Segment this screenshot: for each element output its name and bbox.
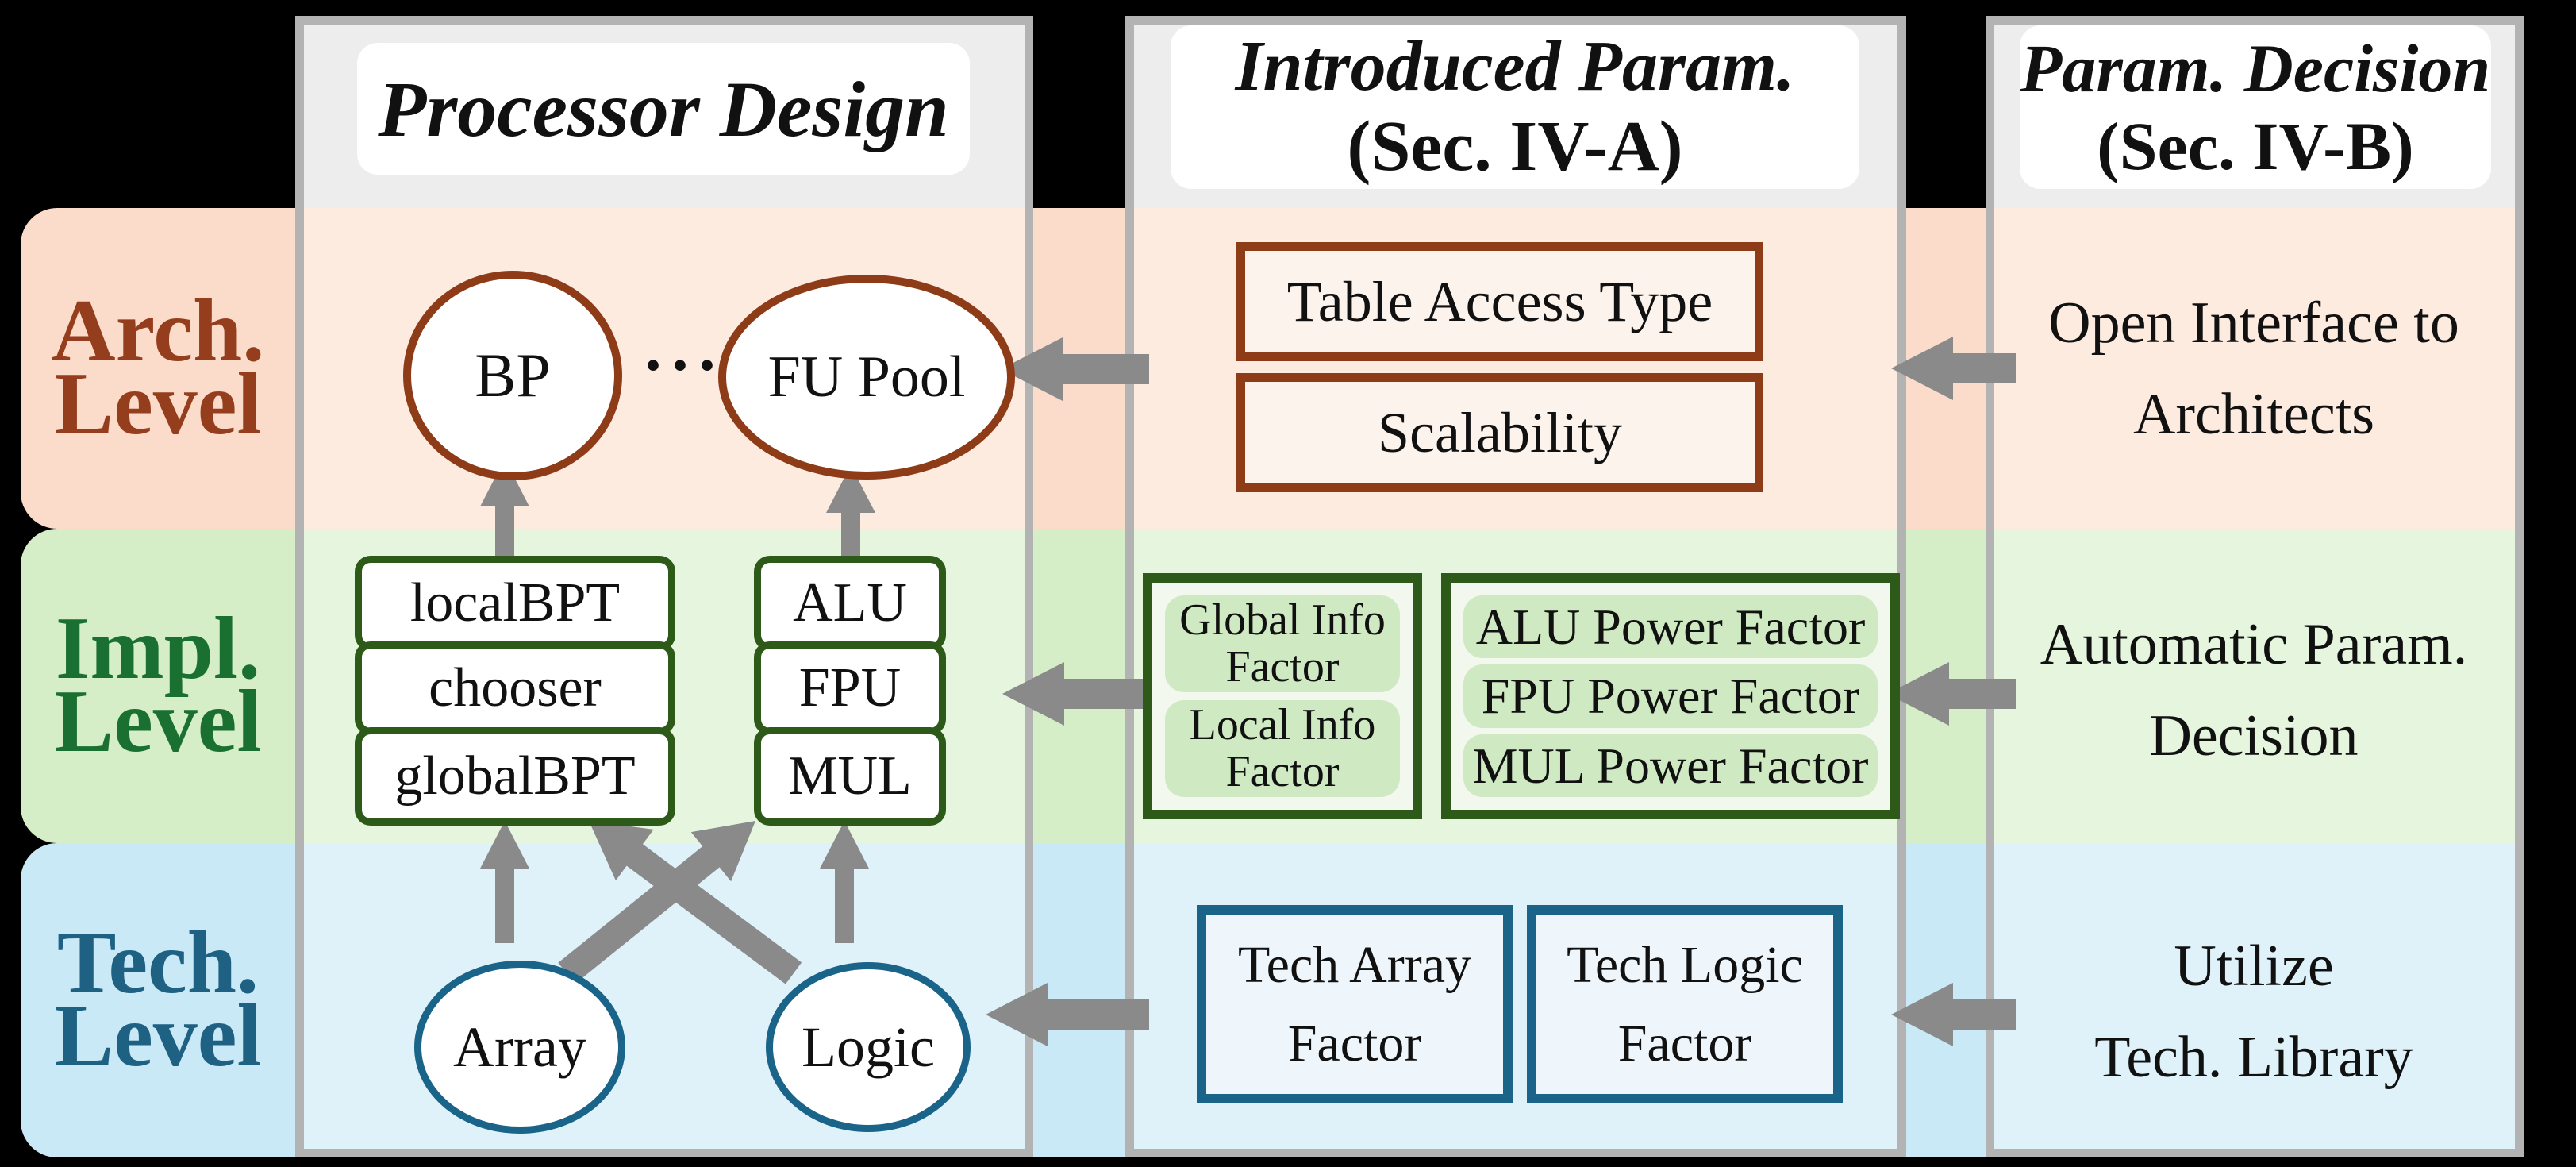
mul-power-factor: MUL Power Factor xyxy=(1463,734,1878,797)
param-decision-title-line1: Param. Decision xyxy=(2020,29,2491,106)
globalbpt-box: globalBPT xyxy=(355,727,675,826)
introduced-param-column-frame xyxy=(1125,16,1906,1157)
arrow xyxy=(1002,662,1149,726)
ellipsis-dots: ··· xyxy=(641,328,724,402)
localbpt-box: localBPT xyxy=(355,556,675,651)
arrow xyxy=(480,821,529,943)
arrow xyxy=(1891,337,2016,400)
arrow xyxy=(986,983,1149,1046)
utilize-tech-library-statement: Utilize Tech. Library xyxy=(2094,934,2413,1090)
arrow xyxy=(826,465,875,556)
chooser-box: chooser xyxy=(355,641,675,735)
logic-node: Logic xyxy=(766,962,971,1132)
array-node: Array xyxy=(414,961,625,1134)
impl-level-label: Impl. Level xyxy=(54,599,262,771)
tech-array-factor-box: Tech Array Factor xyxy=(1197,905,1513,1103)
fu-pool-node: FU Pool xyxy=(718,275,1015,480)
power-factor-group: ALU Power Factor FPU Power Factor MUL Po… xyxy=(1441,573,1900,819)
arrow xyxy=(1887,662,2016,726)
param-decision-title-box: Param. Decision (Sec. IV-B) xyxy=(2020,25,2491,189)
fpu-box: FPU xyxy=(754,641,946,735)
open-interface-statement: Open Interface to Architects xyxy=(2048,291,2459,447)
arrow xyxy=(589,821,802,984)
tech-logic-factor-box: Tech Logic Factor xyxy=(1527,905,1843,1103)
arrow xyxy=(480,459,529,556)
info-factor-group: Global Info Factor Local Info Factor xyxy=(1143,573,1422,819)
param-decision-column-overlay xyxy=(1994,208,2515,1149)
processor-design-column-frame xyxy=(295,16,1033,1157)
alu-box: ALU xyxy=(754,556,946,651)
param-decision-title-line2: (Sec. IV-B) xyxy=(2097,108,2414,184)
arrow xyxy=(1891,983,2016,1046)
introduced-param-title-line2: (Sec. IV-A) xyxy=(1347,107,1683,186)
introduced-param-title-line1: Introduced Param. xyxy=(1235,27,1795,106)
arch-level-label: Arch. Level xyxy=(51,282,265,453)
fpu-power-factor: FPU Power Factor xyxy=(1463,664,1878,728)
automatic-param-decision-statement: Automatic Param. Decision xyxy=(2040,612,2468,768)
alu-power-factor: ALU Power Factor xyxy=(1463,595,1878,659)
mul-box: MUL xyxy=(754,727,946,826)
processor-design-title-box: Processor Design xyxy=(357,43,970,175)
arrow xyxy=(1001,337,1149,401)
tech-level-label: Tech. Level xyxy=(54,914,262,1085)
global-info-factor: Global Info Factor xyxy=(1165,595,1400,692)
table-access-type-box: Table Access Type xyxy=(1236,242,1763,361)
param-decision-column-frame xyxy=(1986,16,2524,1157)
local-info-factor: Local Info Factor xyxy=(1165,700,1400,797)
processor-design-title: Processor Design xyxy=(378,64,949,153)
arrow xyxy=(558,821,755,984)
arrow xyxy=(820,821,869,943)
bp-node: BP xyxy=(403,271,622,480)
introduced-param-title-box: Introduced Param. (Sec. IV-A) xyxy=(1171,25,1859,189)
scalability-box: Scalability xyxy=(1236,373,1763,492)
